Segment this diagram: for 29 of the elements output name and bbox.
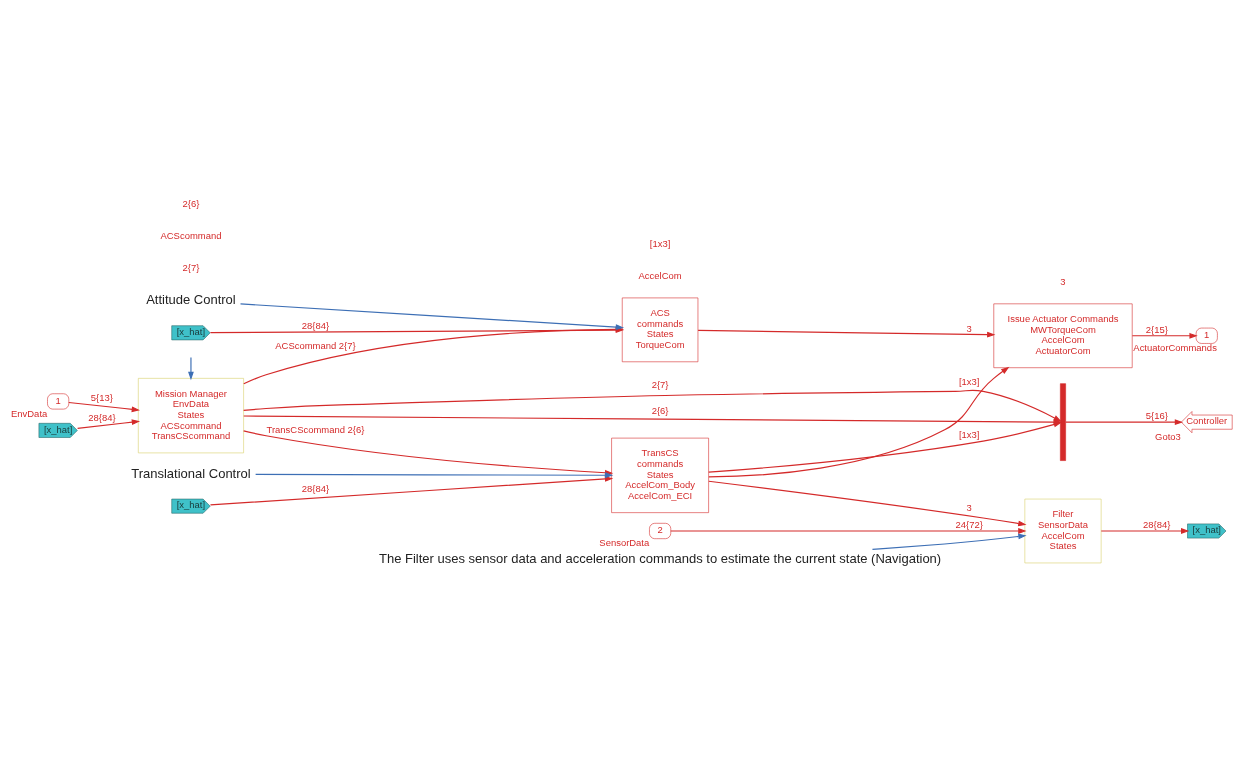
label: [1x3] — [649, 237, 671, 249]
node-text: The Filter uses sensor data and acceleration commands to estimate the current state (Navigation) — [379, 551, 942, 567]
node-label: SensorData — [599, 537, 650, 549]
label: 2{7} — [182, 262, 200, 274]
label: 3 — [1060, 275, 1066, 287]
edge-label: 2{6} — [651, 404, 669, 416]
edge-label: 5{13} — [90, 392, 113, 404]
edge-label: 28{84} — [301, 320, 330, 332]
edge-label: 3 — [966, 501, 972, 513]
edge-label: 2{7} — [651, 379, 669, 391]
edge-label: 5{16} — [1145, 410, 1168, 422]
label: AccelCom — [638, 269, 682, 281]
edge-label: TransCScommand 2{6} — [266, 423, 365, 435]
node-text: Attitude Control — [146, 292, 236, 308]
label: 2{6} — [182, 198, 200, 210]
edge-label: ACScommand 2{7} — [275, 339, 356, 351]
edge-label: [1x3] — [958, 376, 980, 388]
edge-label: 3 — [966, 322, 972, 334]
node-label: ActuatorCommands — [1133, 342, 1217, 354]
label: ACScommand — [160, 230, 222, 242]
node-text: Translational Control — [131, 465, 251, 481]
node-label: Goto3 — [1155, 431, 1181, 443]
edge-label: 2{15} — [1145, 323, 1168, 335]
edge-label: [1x3] — [958, 428, 980, 440]
edge-label: 24{72} — [955, 518, 983, 530]
edge-label: 28{84} — [301, 482, 330, 494]
edge-label: 28{84} — [88, 411, 116, 423]
edge-label: 28{84} — [1143, 518, 1171, 530]
node-label: EnvData — [11, 407, 48, 419]
